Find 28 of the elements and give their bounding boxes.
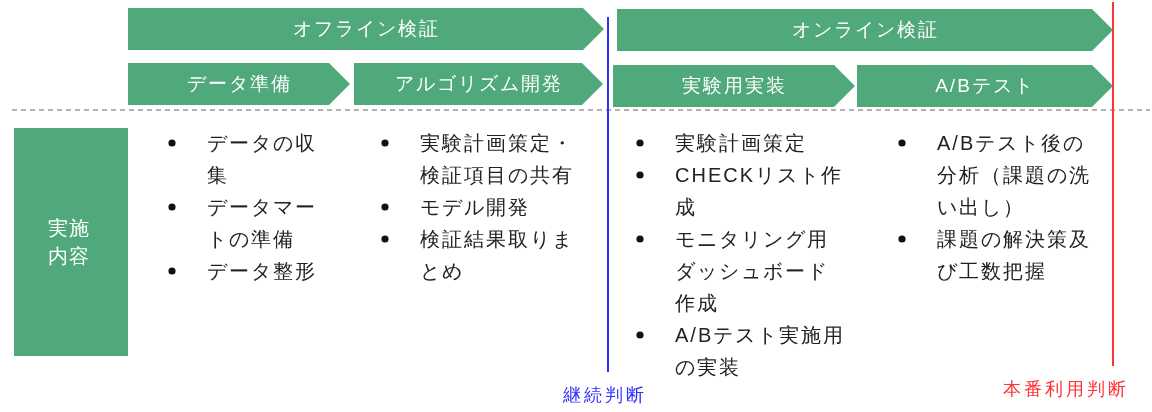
phase-band (354, 63, 603, 105)
list-item-text: A/Bテスト実施用の実装 (675, 323, 847, 380)
phase-label: データ準備 (186, 72, 292, 96)
list-item-text: 実験計画策定・検証項目の共有 (420, 131, 575, 188)
category-label: 実施内容 (48, 216, 91, 269)
phase-label: オフライン検証 (292, 17, 440, 41)
list-item-text: 課題の解決策及び工数把握 (937, 227, 1092, 284)
list-item-text: データマートの準備 (207, 195, 318, 252)
phase-label: A/Bテスト (935, 74, 1035, 98)
milestone-label: 継続判断 (563, 384, 647, 406)
category-box (14, 128, 128, 356)
list-item-text: データ整形 (207, 259, 318, 284)
list-item-text: モデル開発 (420, 195, 531, 220)
phase-band (128, 8, 604, 50)
list-item-text: データの収集 (207, 131, 318, 188)
milestone-label: 本番利用判断 (1003, 378, 1129, 400)
list-item-text: 実験計画策定 (675, 131, 808, 156)
list-item-text: CHECKリスト作成 (675, 163, 844, 220)
phase-label: 実験用実装 (681, 74, 787, 98)
phase-label: アルゴリズム開発 (394, 72, 563, 96)
phase-band (128, 63, 350, 105)
list-item-text: A/Bテスト後の分析（課題の洗い出し） (937, 131, 1092, 220)
phase-band (613, 65, 855, 107)
phase-band (617, 9, 1113, 51)
phase-label: オンライン検証 (791, 18, 939, 42)
list-item-text: モニタリング用ダッシュボード作成 (675, 227, 830, 316)
phase-band (857, 65, 1113, 107)
list-item-text: 検証結果取りまとめ (420, 227, 575, 284)
